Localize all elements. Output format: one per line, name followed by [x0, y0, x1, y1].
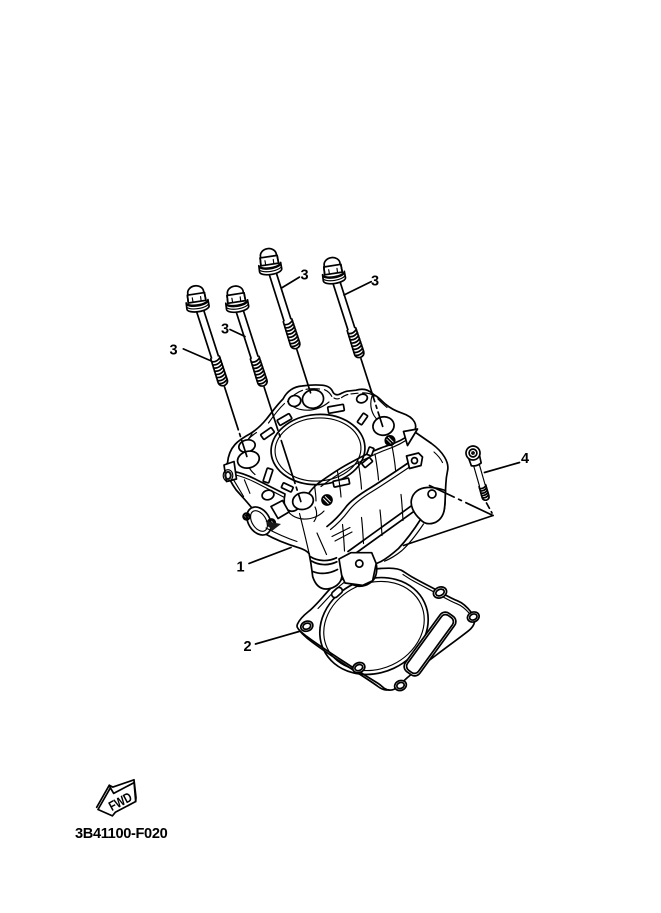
svg-text:3: 3 [371, 274, 379, 290]
svg-text:3B41100-F020: 3B41100-F020 [75, 826, 168, 842]
svg-text:3: 3 [221, 321, 229, 337]
svg-text:3: 3 [169, 342, 177, 358]
svg-text:3: 3 [300, 268, 308, 284]
svg-text:4: 4 [521, 451, 529, 467]
svg-text:2: 2 [244, 639, 252, 655]
svg-text:1: 1 [236, 560, 244, 576]
